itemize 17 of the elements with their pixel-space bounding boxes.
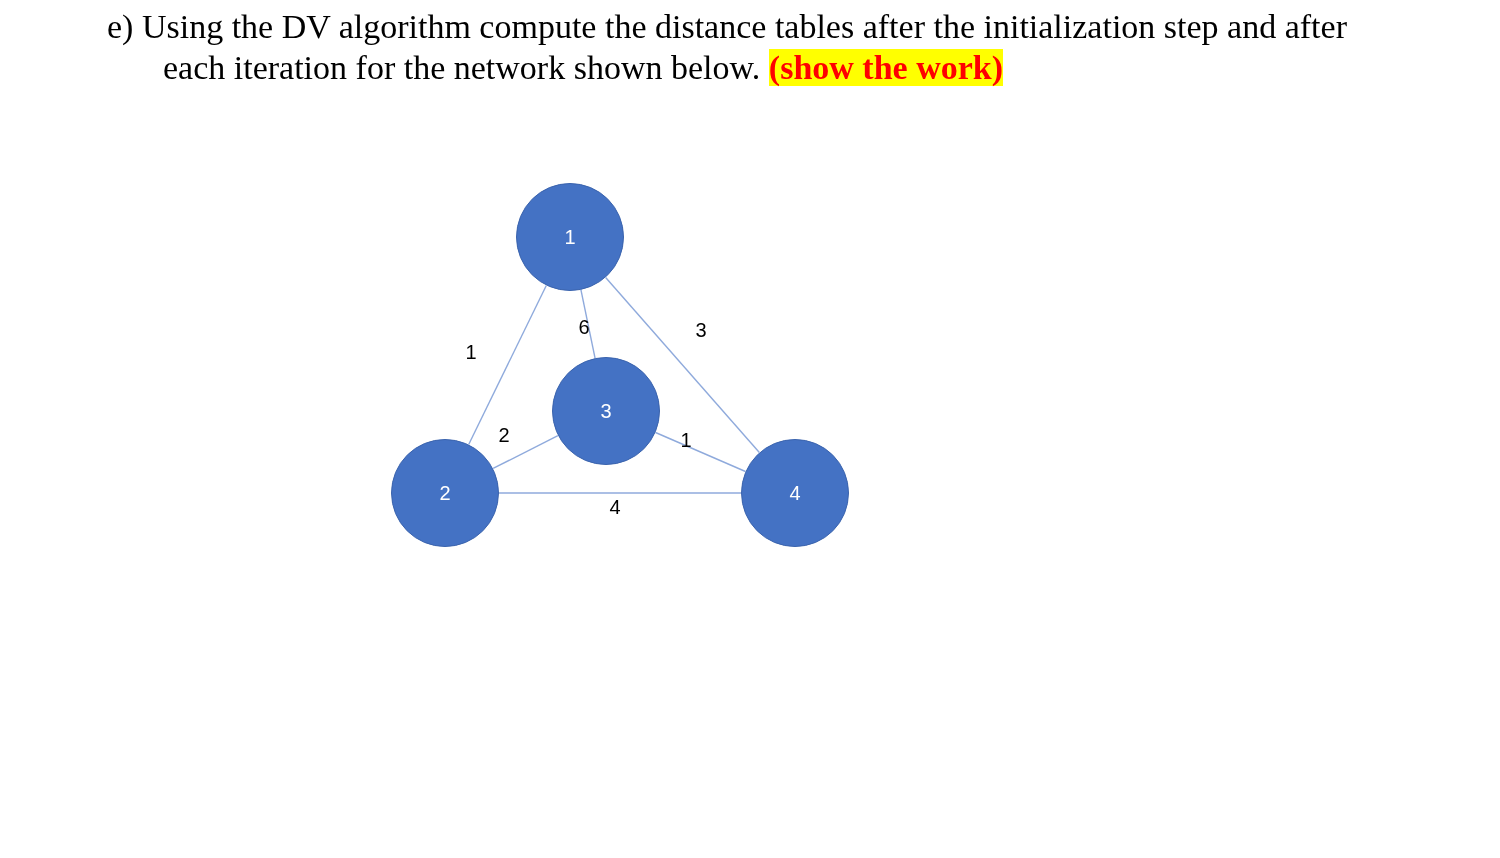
edge-weight: 3	[695, 320, 707, 340]
edge-weight: 6	[578, 317, 590, 337]
node-label: 3	[600, 399, 612, 423]
edge-weight: 1	[465, 342, 477, 362]
link-line	[580, 289, 596, 359]
node-label: 2	[439, 481, 451, 505]
link-line	[492, 434, 559, 470]
edge-weight: 1	[680, 430, 692, 450]
node-label: 1	[564, 225, 576, 249]
link-line	[498, 492, 742, 494]
node-label: 4	[789, 481, 801, 505]
edge-weight: 2	[498, 425, 510, 445]
question-text: e) Using the DV algorithm compute the distance tables after the initialization step and after each iteration for the network shown below. (show the work)	[107, 7, 1348, 88]
edge-weight: 4	[609, 497, 621, 517]
link-line	[468, 284, 547, 446]
link-line	[604, 276, 761, 454]
link-line	[654, 431, 747, 473]
